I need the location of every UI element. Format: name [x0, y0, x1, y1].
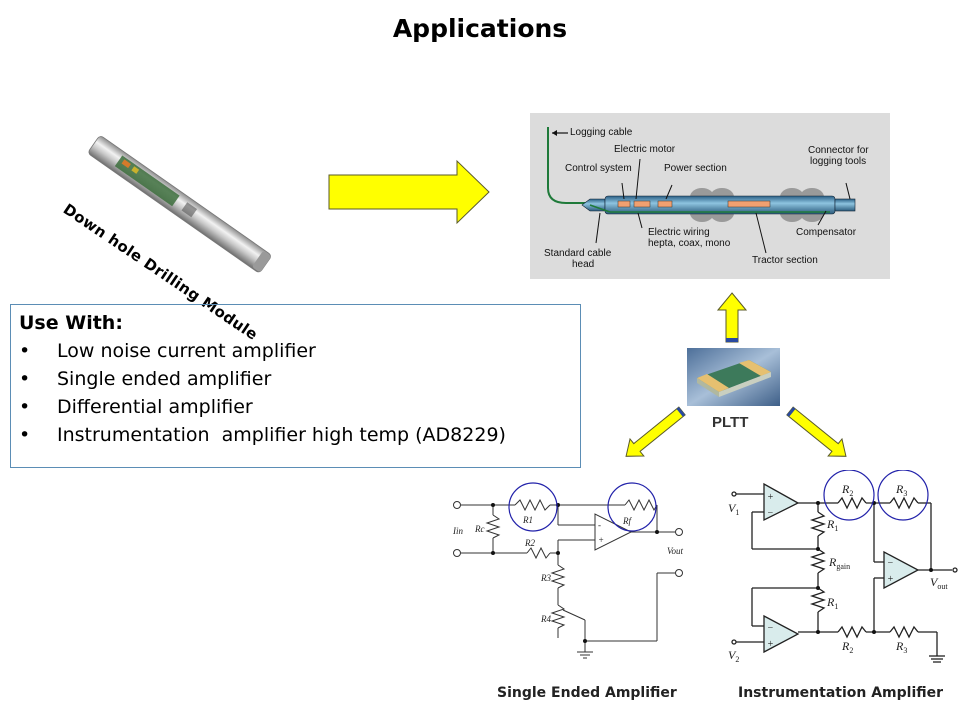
label-r2-top: R2 [841, 482, 853, 498]
label-r3-bottom: R3 [895, 639, 907, 655]
label-iin: Iin [452, 526, 463, 536]
down-left-arrow [620, 405, 690, 469]
label-electric-wiring-line2: hepta, coax, mono [648, 238, 731, 249]
logging-tool-diagram: Logging cable Electric motor Control sys… [530, 113, 890, 279]
pltt-label: PLTT [712, 414, 749, 431]
down-right-arrow [782, 405, 858, 469]
bullet-icon: • [19, 424, 31, 446]
label-compensator: Compensator [796, 227, 857, 238]
label-v2: V2 [728, 648, 739, 664]
label-logging-cable: Logging cable [570, 127, 633, 138]
right-arrow [327, 159, 492, 229]
up-arrow [716, 292, 748, 348]
label-r3: R3 [540, 573, 551, 583]
list-item-text: Differential amplifier [57, 396, 253, 418]
single-ended-amplifier-schematic: R1 Rf Rc Iin R2 R3 R4 Vout - + [445, 470, 700, 670]
drilling-module-tube [88, 136, 271, 273]
label-standard-cable-head: Standard cable [544, 248, 612, 259]
instrumentation-amplifier-schematic: V1 V2 R2 R3 R1 Rgain R1 R2 R3 Vout + − −… [722, 469, 960, 670]
pltt-chip-image [687, 348, 780, 406]
use-with-box: Use With: • Low noise current amplifier •… [10, 304, 581, 468]
drilling-module-image [70, 115, 310, 295]
plus-sign: + [887, 574, 894, 585]
use-with-list: • Low noise current amplifier • Single end… [19, 337, 572, 449]
use-with-heading: Use With: [19, 312, 123, 334]
label-r2-bottom: R2 [841, 639, 853, 655]
page-title: Applications [392, 14, 568, 43]
label-r4: R4 [540, 614, 551, 624]
label-r2: R2 [524, 538, 535, 548]
list-item: • Instrumentation amplifier high temp (AD… [19, 421, 572, 449]
label-r1-bottom: R1 [826, 595, 838, 611]
list-item: • Differential amplifier [19, 393, 572, 421]
label-r1-top: R1 [826, 517, 838, 533]
single-ended-caption: Single Ended Amplifier [497, 685, 677, 701]
label-rf: Rf [622, 516, 632, 526]
minus-sign: − [767, 623, 774, 634]
minus-sign: - [598, 520, 601, 530]
bullet-icon: • [19, 340, 31, 362]
list-item-text: Instrumentation amplifier high temp (AD8… [57, 424, 506, 446]
label-vout: Vout [930, 575, 948, 591]
label-rgain: Rgain [828, 555, 850, 571]
bullet-icon: • [19, 368, 31, 390]
label-power-section: Power section [664, 163, 727, 174]
label-rc: Rc [474, 524, 485, 534]
label-electric-wiring: Electric wiring [648, 227, 710, 238]
label-control-system: Control system [565, 163, 632, 174]
list-item-text: Low noise current amplifier [57, 340, 316, 362]
label-connector: Connector for [808, 145, 869, 156]
label-r1: R1 [522, 515, 533, 525]
instrumentation-caption: Instrumentation Amplifier [738, 685, 944, 701]
plus-sign: + [598, 535, 604, 545]
label-tractor-section: Tractor section [752, 255, 818, 266]
label-v1: V1 [728, 501, 739, 517]
list-item-text: Single ended amplifier [57, 368, 272, 390]
label-electric-motor: Electric motor [614, 144, 676, 155]
label-vout: Vout [667, 546, 684, 556]
minus-sign: − [887, 558, 894, 569]
bullet-icon: • [19, 396, 31, 418]
plus-sign: + [767, 492, 774, 503]
list-item: • Single ended amplifier [19, 365, 572, 393]
label-connector-line2: logging tools [810, 156, 867, 167]
plus-sign: + [767, 639, 774, 650]
minus-sign: − [767, 508, 774, 519]
label-r3-top: R3 [895, 482, 907, 498]
list-item: • Low noise current amplifier [19, 337, 572, 365]
label-standard-cable-head-line2: head [572, 259, 595, 270]
